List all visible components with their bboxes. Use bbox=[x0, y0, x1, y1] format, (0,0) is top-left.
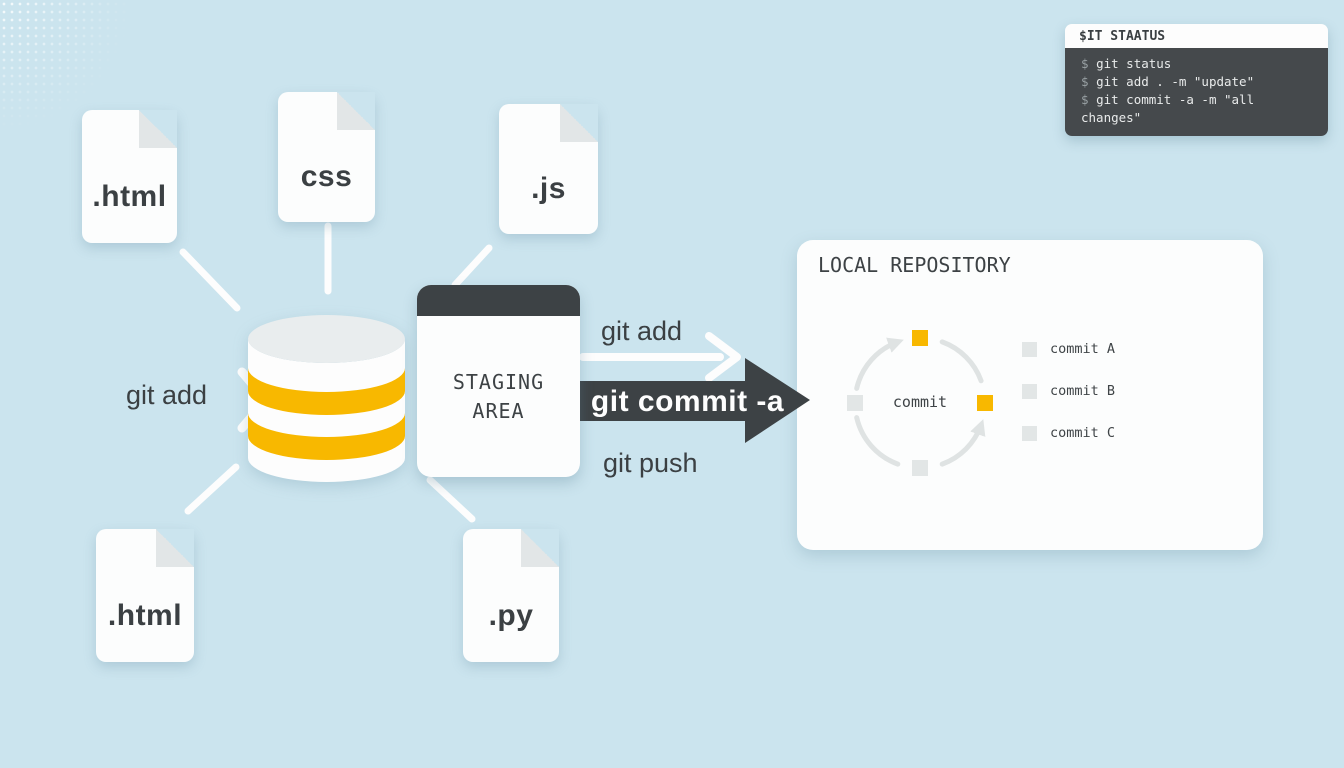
staging-area-card: STAGING AREA bbox=[417, 285, 580, 477]
git-add-top-label: git add bbox=[601, 316, 683, 346]
commit-list-item: commit C bbox=[1022, 425, 1115, 441]
commit-list-item: commit A bbox=[1022, 341, 1115, 357]
staging-area-title: STAGING AREA bbox=[417, 316, 580, 477]
terminal-command: git commit -a -m "all changes" bbox=[1081, 92, 1255, 125]
cycle-node-top bbox=[912, 330, 928, 346]
git-commit-arrow bbox=[565, 358, 810, 443]
cycle-arc-ne bbox=[939, 339, 984, 384]
cycle-center-label: commit bbox=[892, 393, 948, 411]
connector-html-top bbox=[179, 248, 241, 312]
file-card-css: css bbox=[278, 92, 375, 222]
file-card-py: .py bbox=[463, 529, 559, 662]
cylinder-top bbox=[248, 315, 405, 363]
connector-html-bottom bbox=[184, 463, 240, 515]
halftone-texture bbox=[0, 0, 130, 130]
terminal-title-bar: $IT STAATUS bbox=[1065, 24, 1328, 48]
cycle-node-left bbox=[847, 395, 863, 411]
file-card-html-bottom: .html bbox=[96, 529, 194, 662]
terminal-line: $ git add . -m "update" bbox=[1081, 73, 1320, 91]
cycle-node-bottom bbox=[912, 460, 928, 476]
prompt-symbol: $ bbox=[1081, 92, 1097, 107]
commit-square-icon bbox=[1022, 383, 1037, 399]
commit-square-icon bbox=[1022, 341, 1037, 357]
database-cylinder-icon bbox=[248, 315, 405, 482]
connector-lines bbox=[179, 222, 493, 523]
file-card-js: .js bbox=[499, 104, 598, 234]
staging-title-line1: STAGING bbox=[452, 369, 545, 394]
prompt-symbol: $ bbox=[1081, 74, 1097, 89]
local-repository-title: LOCAL REPOSITORY bbox=[818, 253, 1011, 277]
cycle-node-right bbox=[977, 395, 993, 411]
connector-py bbox=[426, 476, 476, 523]
git-add-arrow bbox=[579, 332, 741, 382]
terminal-window: $IT STAATUS $ git status $ git add . -m … bbox=[1065, 24, 1328, 136]
commit-label: commit C bbox=[1050, 425, 1116, 441]
terminal-line: $ git commit -a -m "all changes" bbox=[1081, 91, 1320, 127]
file-label: .py bbox=[488, 598, 534, 632]
cycle-arc-nw bbox=[854, 337, 904, 391]
staging-title-line2: AREA bbox=[472, 398, 525, 423]
cycle-arc-sw bbox=[854, 415, 901, 467]
terminal-title: $IT STAATUS bbox=[1079, 28, 1166, 44]
cylinder-band-2 bbox=[248, 413, 405, 461]
git-add-left-label: git add bbox=[126, 380, 208, 410]
file-label: .js bbox=[531, 172, 566, 205]
commit-label: commit B bbox=[1050, 383, 1116, 399]
file-label: .html bbox=[92, 179, 167, 213]
git-add-arrow-head bbox=[705, 332, 741, 382]
page-fold-icon bbox=[521, 529, 559, 567]
page-fold-icon bbox=[560, 104, 598, 142]
connector-js bbox=[451, 244, 493, 289]
terminal-command: git status bbox=[1096, 56, 1172, 71]
local-repository-card: LOCAL REPOSITORY commit commit A bbox=[797, 240, 1263, 550]
prompt-symbol: $ bbox=[1081, 56, 1097, 71]
staging-area-header bbox=[417, 285, 580, 316]
git-push-label: git push bbox=[603, 448, 698, 478]
file-label: .html bbox=[107, 598, 183, 632]
page-fold-icon bbox=[156, 529, 194, 567]
file-card-html-top: .html bbox=[82, 110, 177, 243]
file-label: css bbox=[300, 160, 353, 193]
terminal-command: git add . -m "update" bbox=[1096, 74, 1255, 89]
commit-cycle-icon bbox=[847, 330, 993, 476]
commit-square-icon bbox=[1022, 425, 1037, 441]
commit-label: commit A bbox=[1050, 341, 1116, 357]
cylinder-band-1 bbox=[248, 368, 405, 416]
page-fold-icon bbox=[337, 92, 375, 130]
terminal-body: $ git status $ git add . -m "update" $ g… bbox=[1065, 48, 1328, 136]
page-fold-icon bbox=[139, 110, 177, 148]
terminal-line: $ git status bbox=[1081, 55, 1320, 73]
commit-list-item: commit B bbox=[1022, 383, 1115, 399]
cycle-arc-se bbox=[939, 419, 986, 467]
git-commit-label: git commit -a bbox=[590, 385, 785, 418]
